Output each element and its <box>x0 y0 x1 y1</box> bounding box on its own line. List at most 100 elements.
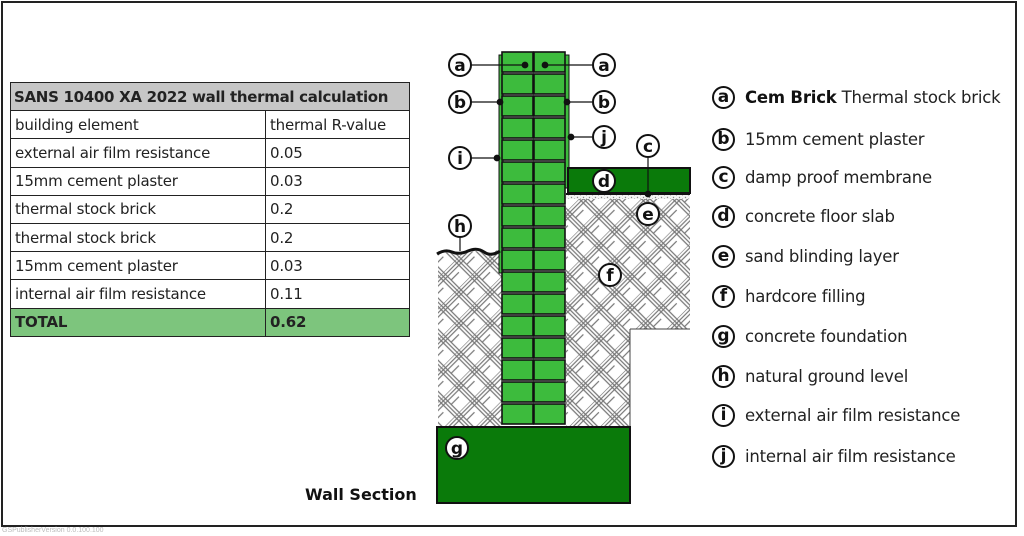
callout-d-label: d <box>598 172 610 192</box>
label-d-icon: d <box>712 204 735 228</box>
brick <box>533 271 566 293</box>
table-header-row: building element thermal R-value <box>10 110 410 140</box>
sand-blinding-layer <box>566 195 690 199</box>
label-f-icon: f <box>712 284 735 308</box>
legend-label: concrete floor slab <box>745 206 895 226</box>
legend-label: internal air film resistance <box>745 446 956 466</box>
total-value: 0.62 <box>265 307 410 337</box>
brick <box>533 381 566 403</box>
label-b-icon: b <box>712 127 735 151</box>
callout-f-label: f <box>606 266 614 286</box>
brick <box>533 117 566 139</box>
brick <box>533 73 566 95</box>
natural-ground-line <box>436 247 501 256</box>
brick <box>533 205 566 227</box>
callout-g-icon <box>445 436 469 460</box>
label-c-icon: c <box>712 165 735 189</box>
brick <box>533 403 566 425</box>
hardcore-filling-hatch <box>566 197 690 428</box>
callout-a-label: a <box>598 56 609 76</box>
callout-e-label: e <box>642 205 654 225</box>
table-row: internal air film resistance 0.11 <box>10 279 410 309</box>
callout-a-label: a <box>454 56 465 76</box>
brick <box>533 139 566 161</box>
table-title-row: SANS 10400 XA 2022 wall thermal calculat… <box>10 81 410 112</box>
callout-b-icon <box>448 90 472 114</box>
legend-item-a: a Cem Brick Thermal stock brick <box>712 84 1001 110</box>
callout-b-label: b <box>454 93 466 113</box>
legend-label: damp proof membrane <box>745 167 932 187</box>
row-value: 0.03 <box>265 166 410 196</box>
brick <box>501 227 534 249</box>
callout-j-label: j <box>600 128 607 148</box>
brick <box>501 139 534 161</box>
legend-item-d: d concrete floor slab <box>712 203 895 229</box>
brick <box>533 293 566 315</box>
brick <box>533 51 566 73</box>
brick <box>501 293 534 315</box>
brick-wall <box>501 51 566 425</box>
brick <box>533 183 566 205</box>
callout-c-label: c <box>643 137 653 157</box>
callout-j-icon <box>592 125 616 149</box>
legend-label: natural ground level <box>745 366 909 386</box>
label-j-icon: j <box>712 444 735 468</box>
callout-h-icon <box>448 214 472 238</box>
legend-item-e: e sand blinding layer <box>712 243 899 269</box>
thermal-calculation-table: SANS 10400 XA 2022 wall thermal calculat… <box>10 81 410 337</box>
callout-b-label: b <box>598 93 610 113</box>
brick <box>501 271 534 293</box>
brick <box>501 161 534 183</box>
legend-item-b: b 15mm cement plaster <box>712 126 925 152</box>
legend-brand: Cem Brick <box>745 87 837 107</box>
callout-i-label: i <box>457 149 463 169</box>
legend-label: sand blinding layer <box>745 246 899 266</box>
legend-label: Thermal stock brick <box>836 87 1001 107</box>
brick <box>501 73 534 95</box>
brick <box>501 51 534 73</box>
legend-label: 15mm cement plaster <box>745 129 925 149</box>
legend-item-g: g concrete foundation <box>712 323 908 349</box>
concrete-foundation <box>436 426 631 504</box>
brick <box>533 315 566 337</box>
brick <box>501 337 534 359</box>
natural-ground-hatch <box>438 250 502 428</box>
brick <box>501 205 534 227</box>
table-row: 15mm cement plaster 0.03 <box>10 166 410 196</box>
legend-item-h: h natural ground level <box>712 363 908 389</box>
callout-a-icon <box>448 53 472 77</box>
row-element: thermal stock brick <box>10 222 266 253</box>
publisher-version: GSPublisherVersion 0.0.100.100 <box>2 527 104 534</box>
concrete-floor-slab <box>567 167 691 194</box>
brick <box>501 359 534 381</box>
callout-d-icon <box>592 169 616 193</box>
row-element: internal air film resistance <box>10 279 266 309</box>
row-element: 15mm cement plaster <box>10 251 266 281</box>
callout-a-icon <box>592 53 616 77</box>
brick <box>501 381 534 403</box>
brick <box>501 403 534 425</box>
brick <box>501 95 534 117</box>
brick <box>533 227 566 249</box>
callout-h-label: h <box>454 217 466 237</box>
legend-item-f: f hardcore filling <box>712 283 866 309</box>
legend-item-c: c damp proof membrane <box>712 164 932 190</box>
label-e-icon: e <box>712 244 735 268</box>
brick <box>501 315 534 337</box>
table-row: 15mm cement plaster 0.03 <box>10 251 410 281</box>
label-h-icon: h <box>712 364 735 388</box>
table-title: SANS 10400 XA 2022 wall thermal calculat… <box>10 81 410 112</box>
callout-i-icon <box>448 146 472 170</box>
label-a-icon: a <box>712 85 735 109</box>
label-i-icon: i <box>712 403 735 427</box>
row-value: 0.03 <box>265 251 410 281</box>
brick <box>501 249 534 271</box>
brick <box>533 95 566 117</box>
legend-item-i: i external air film resistance <box>712 402 960 428</box>
row-element: thermal stock brick <box>10 194 266 224</box>
callout-c-icon <box>636 134 660 158</box>
legend-item-j: j internal air film resistance <box>712 443 956 469</box>
callout-f-icon <box>598 263 622 287</box>
